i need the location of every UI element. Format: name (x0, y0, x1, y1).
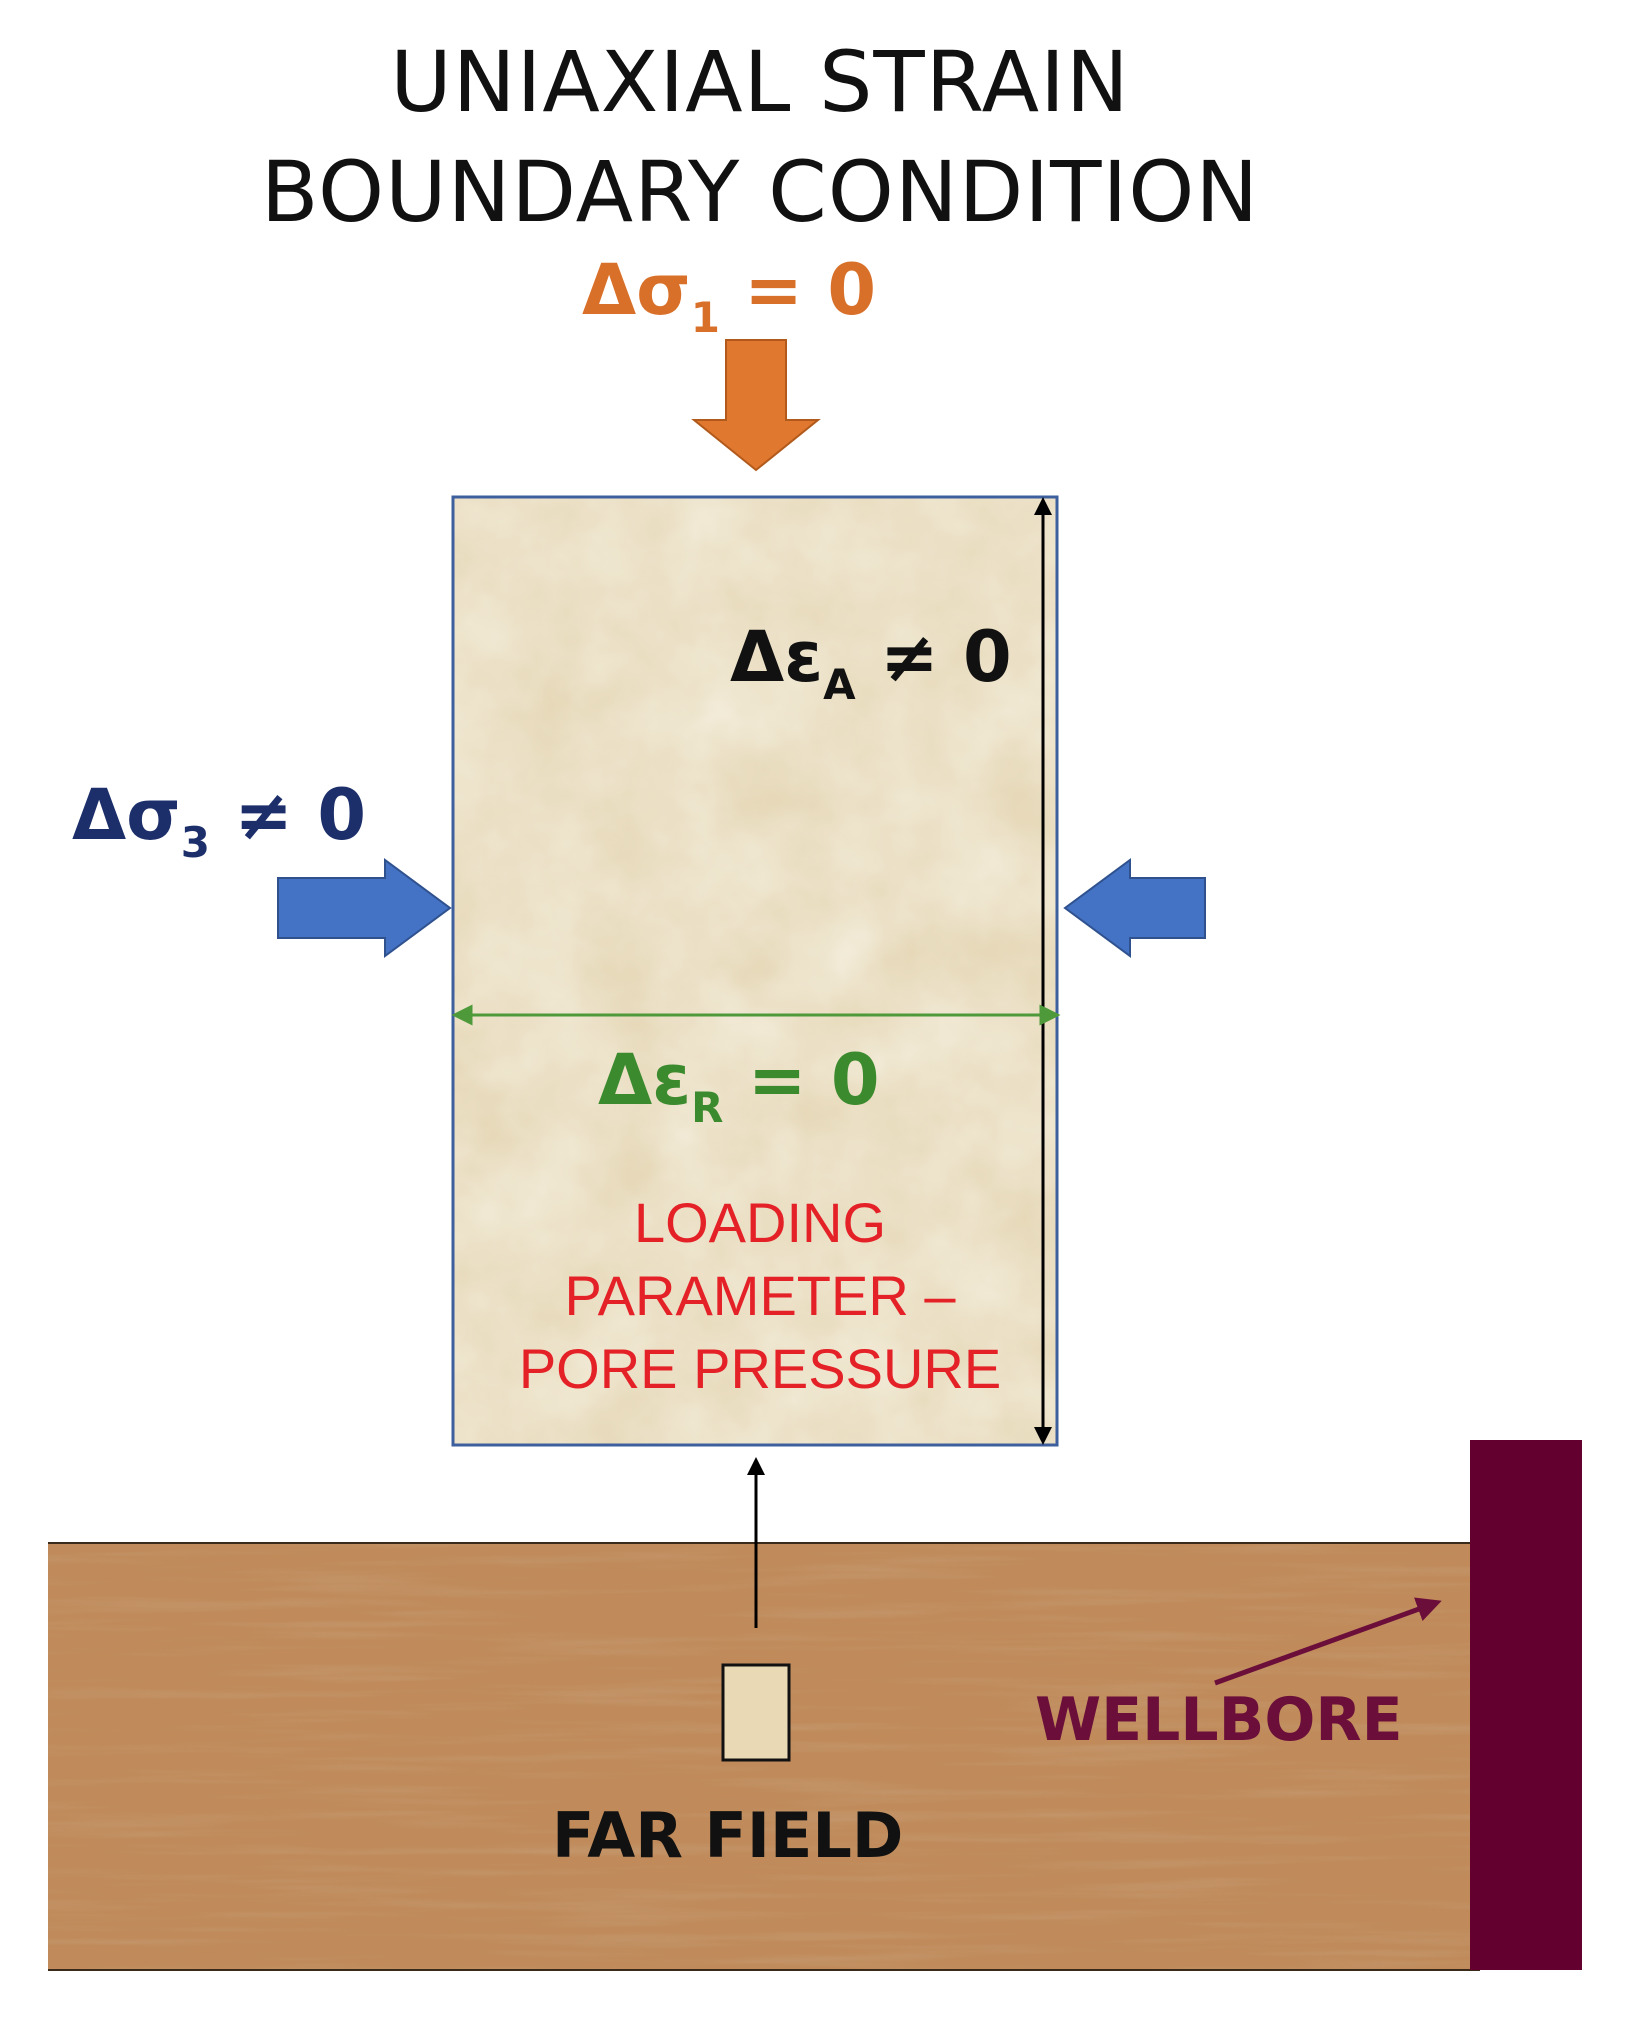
radial-stress-arrow-right (1063, 858, 1206, 958)
wellbore-column (1470, 1440, 1582, 1970)
axial-stress-label: Δσ1 = 0 (582, 249, 877, 342)
loading-text-line-1: LOADING (633, 1191, 887, 1254)
radial-stress-label: Δσ3 ≠ 0 (72, 774, 367, 867)
title-line-1: UNIAXIAL STRAIN (390, 33, 1130, 131)
far-field-label: FAR FIELD (552, 1799, 904, 1872)
wellbore-pointer-arrow (1214, 1597, 1442, 1686)
radial-stress-arrow-left (277, 858, 452, 958)
axial-strain-label: ΔεA ≠ 0 (730, 616, 1012, 709)
title-line-2: BOUNDARY CONDITION (260, 143, 1260, 241)
far-field-sample (721, 1663, 791, 1762)
loading-text-line-3: PORE PRESSURE (518, 1337, 1002, 1400)
axial-stress-arrow (691, 339, 821, 472)
radial-strain-label: ΔεR = 0 (598, 1039, 880, 1132)
wellbore-label: WELLBORE (1035, 1685, 1403, 1755)
rock-sample (451, 495, 1059, 1447)
loading-text-line-2: PARAMETER – (564, 1264, 956, 1327)
